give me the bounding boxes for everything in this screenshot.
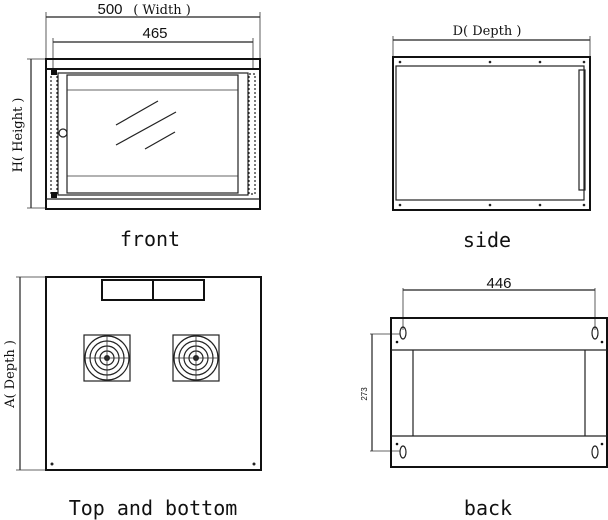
- keyhole-mount-icon: [399, 326, 599, 459]
- fan-icon: [172, 334, 220, 382]
- front-label: front: [120, 227, 180, 251]
- width-name: ( Width ): [133, 3, 191, 18]
- back-label: back: [464, 496, 512, 520]
- hole-spacing-vertical: 273: [360, 387, 369, 401]
- top-outer-frame: [45, 276, 262, 471]
- side-view: D( Depth ) side: [392, 24, 591, 252]
- side-label: side: [463, 228, 511, 252]
- front-view: 500 ( Width ) 465 H( Height ) front: [11, 1, 261, 251]
- hole-spacing-horizontal: 446: [486, 275, 511, 292]
- side-outer-frame: [392, 56, 591, 211]
- top-view: A( Depth ) Top and bottom: [3, 276, 262, 520]
- height-label: H( Height ): [11, 98, 26, 173]
- back-view: 446 273 back: [360, 275, 608, 520]
- front-outer-frame: [45, 58, 261, 210]
- back-outer-frame: [390, 317, 608, 468]
- side-handle: [578, 69, 586, 191]
- inner-width-value: 465: [142, 25, 167, 42]
- fan-icon: [83, 334, 131, 382]
- top-bottom-label: Top and bottom: [69, 496, 238, 520]
- left-rack-rail: [50, 73, 58, 195]
- depth-label: D( Depth ): [453, 24, 522, 39]
- glass-door: [66, 74, 239, 194]
- lock-icon: [58, 128, 68, 138]
- top-depth-label: A( Depth ): [3, 340, 18, 409]
- right-rack-rail: [248, 73, 256, 195]
- width-value: 500: [97, 1, 122, 18]
